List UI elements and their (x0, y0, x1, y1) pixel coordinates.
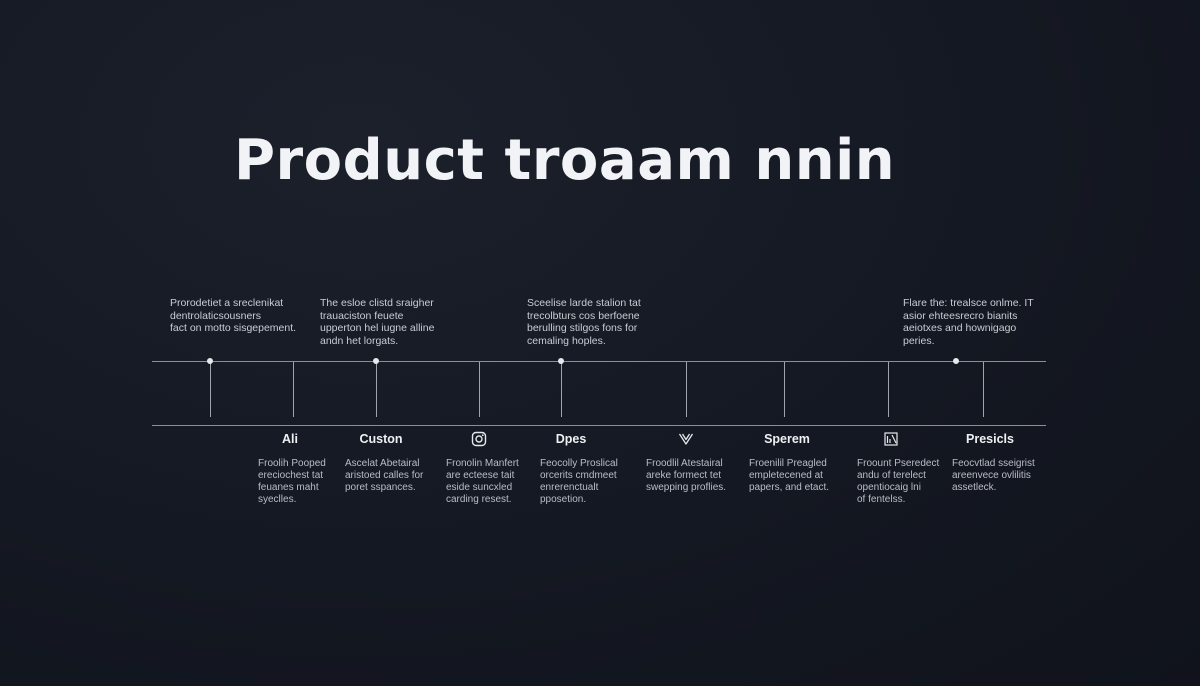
stage-column: Custon Ascelat Abetairal aristoed calles… (329, 430, 433, 494)
timeline-tick (784, 362, 785, 417)
stage-description: Froenilil Preagled empletecened at paper… (749, 458, 830, 493)
timeline-marker (558, 358, 564, 364)
stage-label: Sperem (764, 432, 810, 446)
timeline-tick (686, 362, 687, 417)
stage-description: Froodlil Atestairal areke formect tet sw… (646, 458, 727, 493)
vee-icon (634, 430, 738, 448)
stage-column: Dpes Feocolly Proslical orcerits cmdmeet… (519, 430, 623, 506)
timeline-tick (376, 362, 377, 417)
stage-label: Ali (282, 432, 298, 446)
timeline-tick (293, 362, 294, 417)
top-note: Prorodetiet a sreclenikat dentrolaticsou… (170, 297, 297, 334)
timeline-lower-line (152, 425, 1046, 426)
top-note: Sceelise larde stalion tat trecolbturs c… (527, 297, 641, 347)
stage-column: Fronolin Manfert are ecteese tait eside … (427, 430, 531, 506)
stage-description: Ascelat Abetairal aristoed calles for po… (345, 458, 424, 493)
timeline-tick (888, 362, 889, 417)
stage-column: Ali Froolih Pooped ereciochest tat feuan… (238, 430, 342, 506)
stage-column: Froount Pseredect andu of terelect opent… (839, 430, 943, 506)
timeline-upper-line (152, 361, 1046, 362)
timeline-tick (479, 362, 480, 417)
timeline-tick (210, 362, 211, 417)
top-note: Flare the: trealsce onlme. IT asior ehte… (903, 297, 1034, 347)
timeline-tick (983, 362, 984, 417)
timeline-marker (373, 358, 379, 364)
diagram-title: Product troaam nnin (234, 128, 896, 193)
top-note: The esloe clistd sraigher trauaciston fe… (320, 297, 435, 347)
stage-description: Feocolly Proslical orcerits cmdmeet enre… (540, 458, 618, 505)
stage-description: Fronolin Manfert are ecteese tait eside … (446, 458, 519, 505)
stage-description: Froount Pseredect andu of terelect opent… (857, 458, 940, 505)
stage-column: Presicls Feocvtlad sseigrist areenvece o… (938, 430, 1042, 494)
chart-icon (839, 430, 943, 448)
stage-description: Froolih Pooped ereciochest tat feuanes m… (258, 458, 326, 505)
instagram-icon (427, 430, 531, 448)
stage-label: Custon (359, 432, 403, 446)
stage-label: Presicls (966, 432, 1014, 446)
stage-label: Dpes (555, 432, 587, 446)
stage-column: Sperem Froenilil Preagled empletecened a… (735, 430, 839, 494)
timeline-marker (207, 358, 213, 364)
stage-description: Feocvtlad sseigrist areenvece ovlilitis … (952, 458, 1035, 493)
timeline-marker (953, 358, 959, 364)
stage-column: Froodlil Atestairal areke formect tet sw… (634, 430, 738, 494)
timeline-tick (561, 362, 562, 417)
